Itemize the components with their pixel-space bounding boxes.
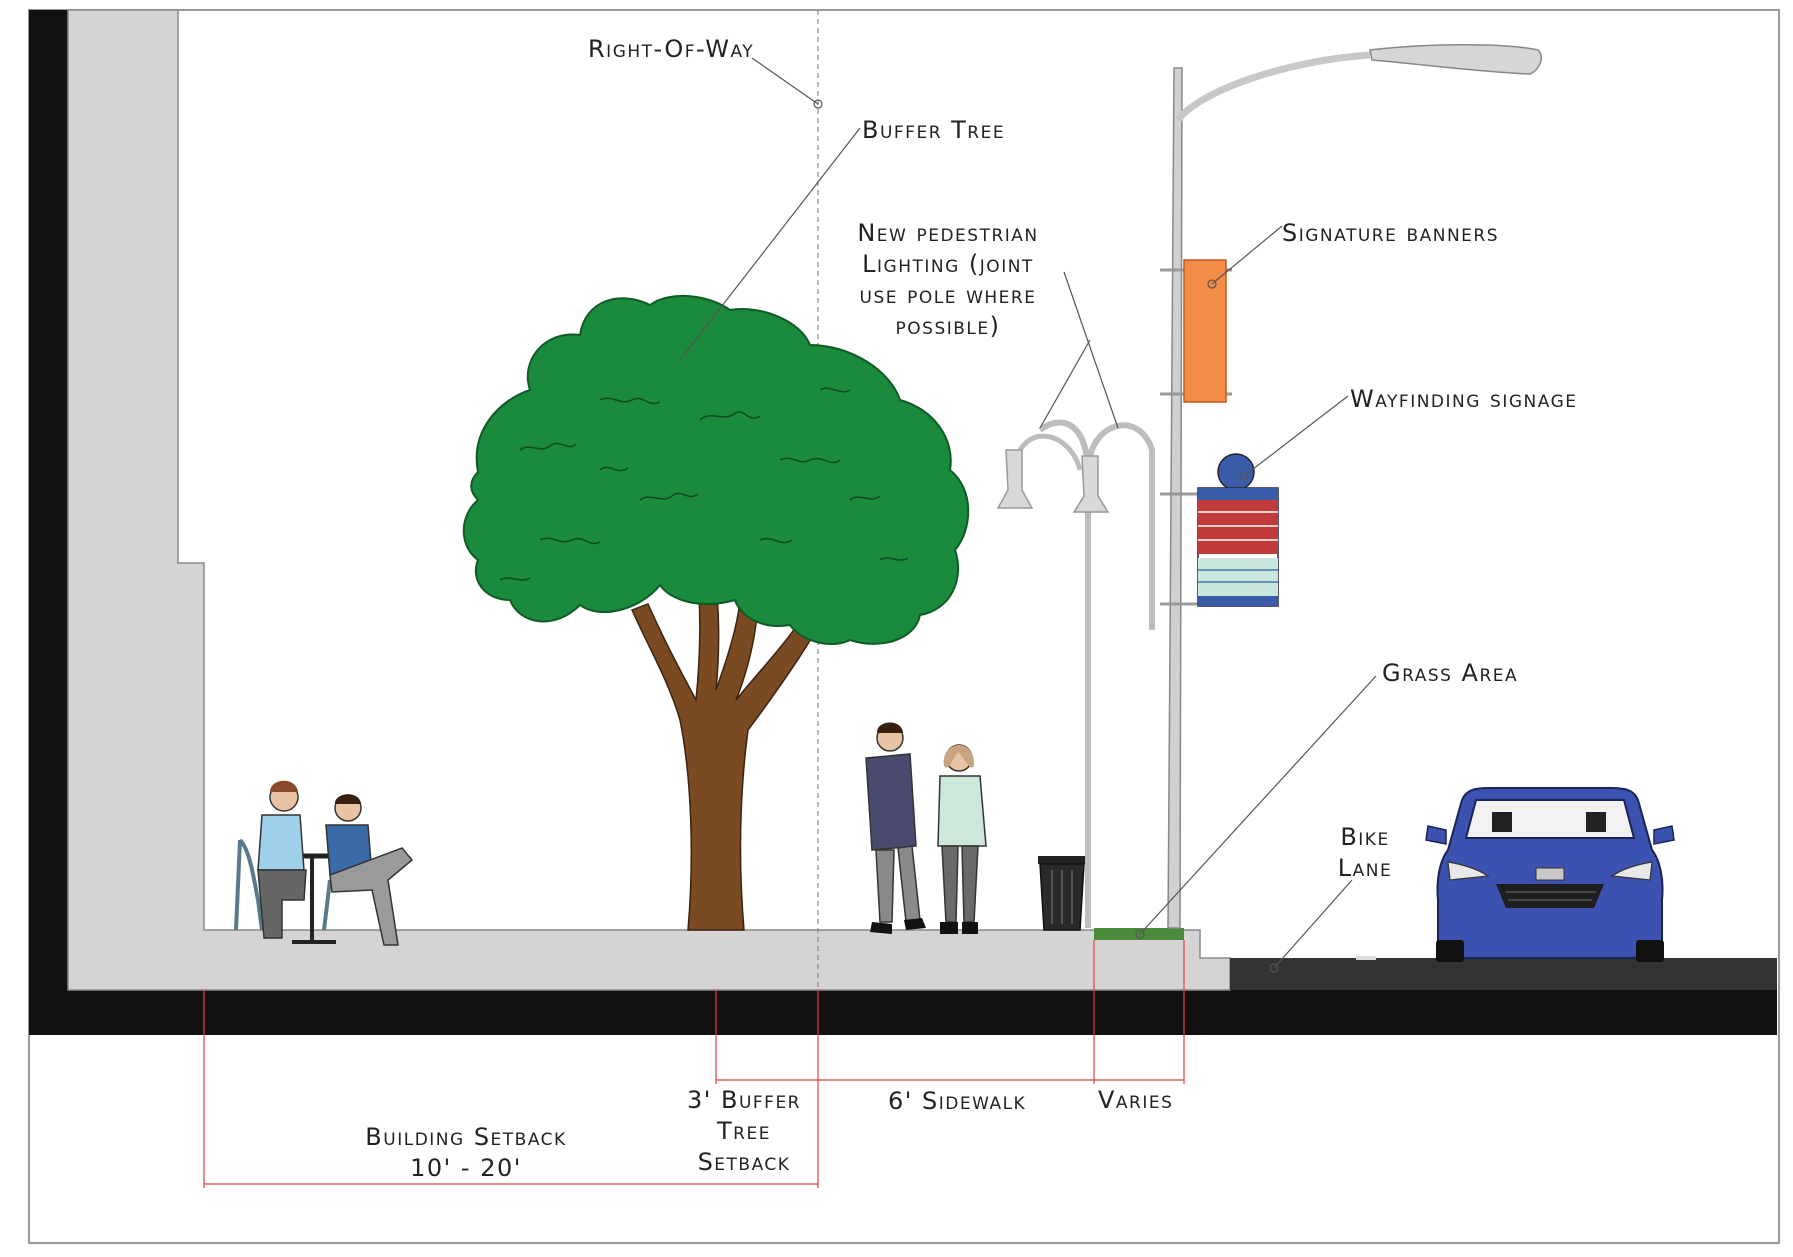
label-pedestrian-lighting-line-1: New pedestrian [857, 219, 1039, 247]
cafe-seating [234, 780, 414, 946]
dim-label-buffer-tree-setback-line-3: Setback [697, 1148, 791, 1176]
label-bike-lane-line-2: Lane [1337, 854, 1393, 882]
leader-pedestrian-lighting-b [1063, 271, 1119, 429]
leader-pedestrian-lighting-a [1039, 339, 1091, 429]
dim-label-buffer-tree-setback-line-2: Tree [717, 1117, 771, 1145]
building-and-sidewalk [67, 9, 1231, 991]
dim-label-buffer-tree-setback-line-1: 3' Buffer [686, 1086, 801, 1114]
dim-label-buffer-tree-setback: 3' Buffer Tree Setback [664, 1085, 824, 1178]
seated-person-woman [257, 780, 307, 939]
label-wayfinding-signage: Wayfinding signage [1350, 385, 1578, 413]
label-bike-lane-line-1: Bike [1340, 823, 1390, 851]
tree-canopy [462, 294, 970, 645]
label-grass-area: Grass Area [1382, 659, 1519, 687]
leader-lines [679, 57, 1377, 973]
leader-buffer-tree [679, 127, 861, 361]
grass-area [1094, 928, 1184, 940]
bike-lane-stripe [1356, 956, 1376, 960]
label-right-of-way: Right-Of-Way [588, 35, 755, 63]
leader-bike-lane [1273, 879, 1353, 969]
pedestrian-woman [937, 744, 987, 934]
leader-grass-area [1139, 675, 1377, 935]
dim-label-building-setback-line-1: Building Setback [365, 1123, 567, 1151]
canopy-texture [499, 387, 909, 581]
buffer-tree [462, 294, 970, 931]
label-pedestrian-lighting-line-3: use pole where [859, 281, 1037, 309]
seated-person-man [325, 794, 414, 946]
label-pedestrian-lighting: New pedestrian Lighting (joint use pole … [826, 218, 1070, 342]
signature-banner [1183, 259, 1227, 403]
leader-wayfinding-signage [1243, 395, 1349, 477]
chair-left [234, 838, 264, 931]
dim-label-building-setback-line-2: 10' - 20' [410, 1154, 522, 1182]
label-pedestrian-lighting-line-4: possible) [895, 312, 1001, 340]
pedestrian-light-pole [996, 419, 1155, 928]
label-bike-lane: Bike Lane [1310, 822, 1420, 884]
label-buffer-tree: Buffer Tree [862, 116, 1006, 144]
wayfinding-sign [1197, 453, 1279, 607]
tree-trunk [630, 555, 829, 931]
dim-label-sidewalk: 6' Sidewalk [888, 1087, 1027, 1115]
dimension-lines [203, 940, 1185, 1188]
label-signature-banners: Signature banners [1282, 219, 1500, 247]
car [1425, 787, 1675, 962]
pedestrian-man [865, 722, 926, 934]
label-pedestrian-lighting-line-2: Lighting (joint [862, 250, 1034, 278]
leader-signature-banners [1211, 225, 1283, 285]
dim-label-varies: Varies [1098, 1086, 1174, 1114]
trash-can [1038, 856, 1086, 931]
street-light-pole [1160, 44, 1542, 929]
dim-label-building-setback: Building Setback 10' - 20' [336, 1122, 596, 1184]
leader-right-of-way [751, 57, 819, 105]
road [1230, 958, 1777, 990]
